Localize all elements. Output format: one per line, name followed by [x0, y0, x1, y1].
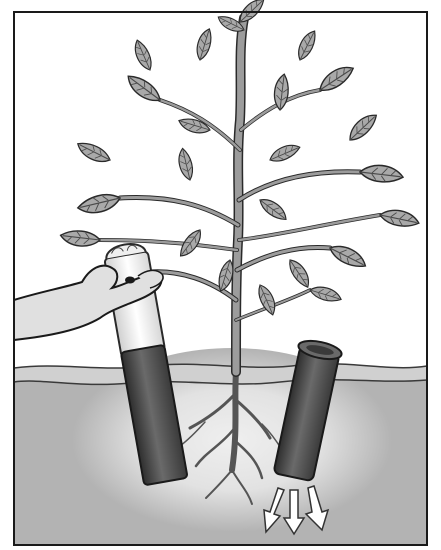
- soil-area: [14, 348, 427, 545]
